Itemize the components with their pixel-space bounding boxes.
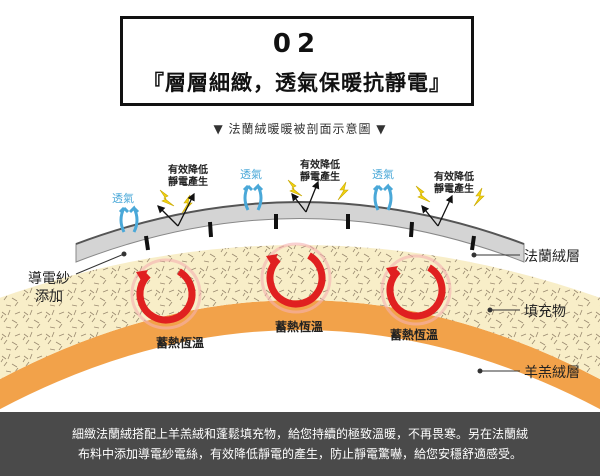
- antistatic-line1: 有效降低: [300, 160, 340, 171]
- heat-swirl-arrowheads: [136, 254, 398, 282]
- pointer-arrows: [157, 180, 453, 227]
- leader-dots: [121, 251, 493, 374]
- footer-description: 細緻法蘭絨搭配上羊羔絨和蓬鬆填充物，給您持續的極致溫暖，不再畏寒。另在法蘭絨 布…: [0, 412, 600, 476]
- antistatic-line1: 有效降低: [434, 172, 474, 183]
- antistatic-label-2: 有效降低 靜電產生: [300, 160, 340, 184]
- breathable-label-1: 透氣: [112, 192, 134, 205]
- conductive-yarn-line2: 添加: [35, 289, 63, 305]
- heat-label-1: 蓄熱恆溫: [156, 336, 205, 350]
- heat-label-3: 蓄熱恆溫: [390, 328, 439, 342]
- footer-line-2: 布料中添加導電紗電絲，有效降低靜電的產生，防止靜電驚嚇，給您安穩舒適感受。: [77, 447, 522, 461]
- section-title: 『層層細緻，透氣保暖抗靜電』: [143, 71, 451, 95]
- heat-swirls: [130, 242, 452, 330]
- antistatic-line1: 有效降低: [168, 165, 208, 176]
- heat-label-2: 蓄熱恆溫: [275, 320, 324, 334]
- cashmere-layer: [0, 300, 600, 410]
- section-number: 02: [272, 29, 322, 59]
- filler-layer-label: 填充物: [524, 304, 566, 320]
- antistatic-line2: 靜電產生: [300, 172, 340, 183]
- diagram-subtitle: ▼ 法蘭絨暖暖被剖面示意圖 ▼: [213, 122, 387, 136]
- lightning-bolts: [159, 179, 485, 214]
- antistatic-label-1: 有效降低 靜電產生: [168, 165, 208, 189]
- footer-line-1: 細緻法蘭絨搭配上羊羔絨和蓬鬆填充物，給您持續的極致溫暖，不再畏寒。另在法蘭絨: [71, 427, 528, 441]
- conductive-yarn-label: 導電紗 添加: [25, 270, 73, 306]
- leader-lines: [75, 253, 520, 372]
- breathable-label-2: 透氣: [240, 168, 262, 181]
- filler-layer: [0, 245, 600, 380]
- conductive-yarn-line1: 導電紗: [28, 271, 70, 287]
- antistatic-line2: 靜電產生: [168, 177, 208, 188]
- antistatic-line2: 靜電產生: [434, 184, 474, 195]
- flannel-layer-label: 法蘭絨層: [524, 249, 580, 265]
- cashmere-layer-label: 羊羔絨層: [524, 365, 580, 381]
- conductive-yarns: [144, 214, 476, 251]
- breathable-label-3: 透氣: [372, 168, 394, 181]
- title-box: 02 『層層細緻，透氣保暖抗靜電』: [120, 16, 474, 106]
- antistatic-label-3: 有效降低 靜電產生: [434, 172, 474, 196]
- breathable-arrows: [118, 183, 394, 233]
